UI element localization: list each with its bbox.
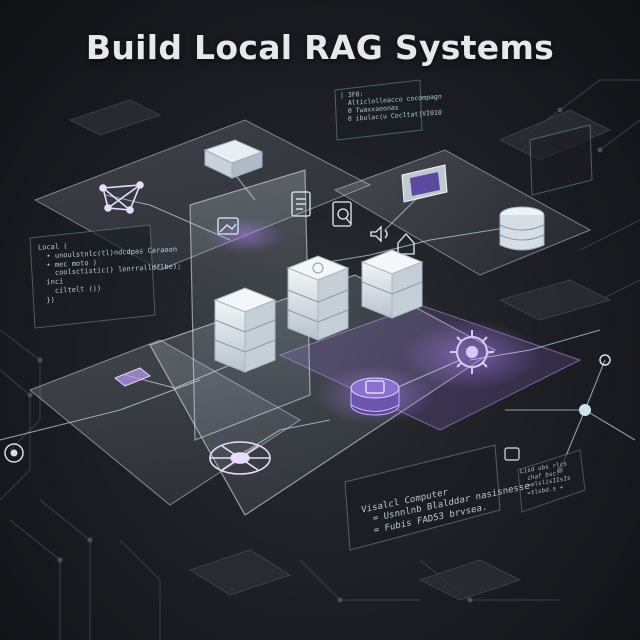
terminal-icon xyxy=(114,367,151,387)
page-title: Build Local RAG Systems xyxy=(85,28,555,67)
server-box-icon xyxy=(203,139,264,179)
ai-core-icon xyxy=(450,330,494,374)
calendar-icon xyxy=(401,164,448,203)
vector-hub-circle-icon xyxy=(209,441,271,475)
search-document-icon xyxy=(332,201,352,227)
left-hub-icon xyxy=(4,443,24,463)
code-panel-bottom-frame xyxy=(344,444,501,551)
code-panel-top-frame xyxy=(334,79,423,141)
database-icon xyxy=(499,206,545,251)
circuit-traces xyxy=(0,79,640,640)
home-doc-icon xyxy=(397,233,415,255)
circuit-nodes xyxy=(27,107,603,603)
code-panel-right-frame xyxy=(517,449,586,513)
code-panel-left-frame xyxy=(29,224,156,329)
document-icon xyxy=(291,191,311,217)
code-panel-right-top-frame xyxy=(529,124,593,196)
connection-lines xyxy=(0,167,636,471)
code-snippet-left: Local ( • unoulstnlc(tl)ndcdpas Caraoon … xyxy=(38,236,181,305)
image-icon xyxy=(217,217,239,235)
server-rack-icon xyxy=(213,249,424,373)
audio-icon xyxy=(370,225,388,243)
gpu-chip-icon xyxy=(350,377,400,416)
network-graph-icon xyxy=(99,181,144,214)
